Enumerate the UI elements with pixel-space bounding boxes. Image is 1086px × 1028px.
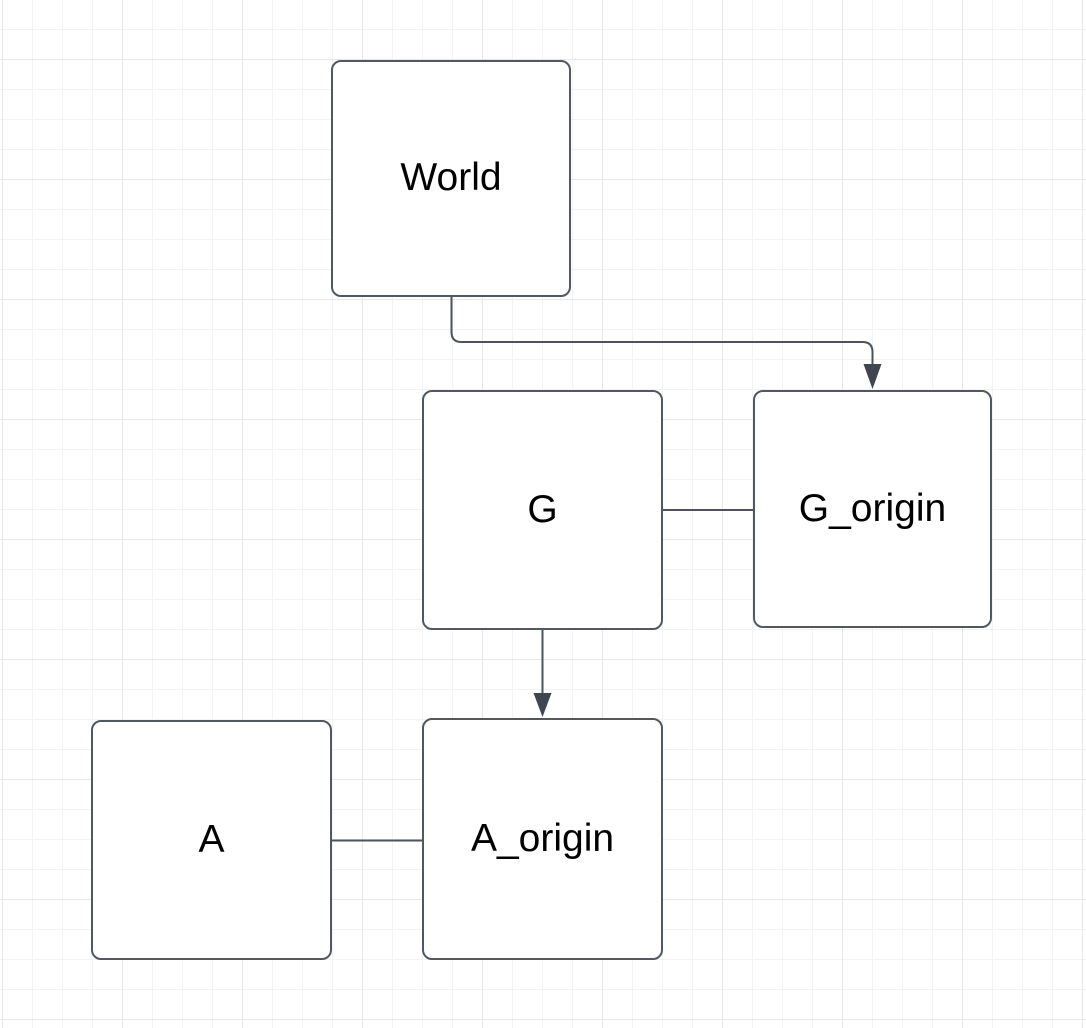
node-a-origin-label: A_origin — [470, 816, 615, 860]
node-g[interactable]: G — [422, 390, 663, 630]
node-a-origin[interactable]: A_origin — [422, 718, 663, 960]
node-a-label: A — [198, 817, 225, 861]
node-a[interactable]: A — [91, 720, 332, 960]
node-world-label: World — [400, 156, 502, 200]
node-world[interactable]: World — [331, 60, 571, 297]
edge-world-to-g-origin[interactable] — [450, 297, 882, 389]
arrowhead-a-origin — [533, 693, 552, 717]
arrowhead-g-origin — [863, 364, 882, 389]
node-g-origin[interactable]: G_origin — [753, 390, 992, 628]
node-g-origin-label: G_origin — [798, 486, 947, 530]
edge-g-to-a-origin[interactable] — [533, 630, 552, 717]
node-g-label: G — [527, 487, 558, 531]
